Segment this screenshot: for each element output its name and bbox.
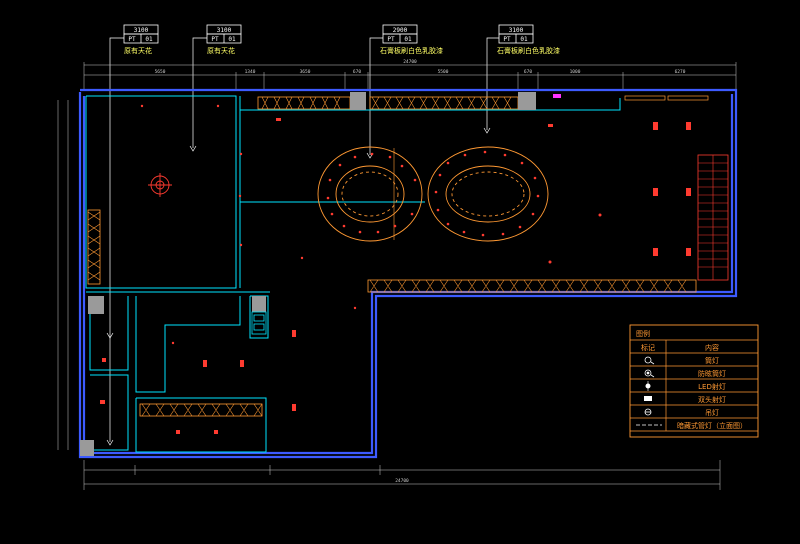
- tag-code: PT: [211, 36, 219, 43]
- antiglare-downlight-icon: [644, 369, 655, 378]
- legend-item-label: LED射灯: [698, 382, 726, 391]
- beam-band-left: [87, 209, 101, 285]
- staircase: [697, 154, 729, 281]
- beam-band-top: [257, 96, 519, 110]
- dimension-label: 3650: [300, 69, 311, 75]
- inner-partitions: [85, 95, 621, 453]
- legend-item-label: 双头射灯: [698, 395, 726, 404]
- tag-number: 01: [228, 36, 236, 43]
- tag-label: 石膏板刷白色乳胶漆: [497, 46, 560, 55]
- pendant-light: [148, 173, 172, 197]
- fixture-block: [251, 311, 267, 335]
- double-spot-icon: [644, 396, 652, 401]
- legend-header-content: 内容: [705, 343, 719, 352]
- dimension-label: 6270: [675, 69, 686, 75]
- outer-walls: [78, 88, 738, 459]
- tag-code: PT: [503, 36, 511, 43]
- window-strip: [624, 95, 709, 101]
- figure-eight-fixtures: [326, 150, 540, 237]
- dimension-label: 5500: [438, 69, 449, 75]
- dimension-label: 1000: [570, 69, 581, 75]
- ceiling-tag-3: 2900 PT 01 石膏板刷白色乳胶漆: [380, 24, 443, 55]
- light-fixtures: [100, 104, 691, 434]
- ceiling-tag-2: 3100 PT 01 原有天花: [206, 24, 242, 55]
- tag-code: PT: [387, 36, 395, 43]
- legend-table: 图例 标记 内容 筒灯 防眩筒灯 LED射灯 双头射灯 吊灯 暗藏式管灯（立面图…: [629, 324, 759, 438]
- bottom-dimension: 24700: [395, 478, 409, 484]
- tag-number: 01: [145, 36, 153, 43]
- dimension-label: 670: [524, 69, 532, 75]
- beam-band-bottom: [139, 403, 263, 417]
- total-dimension: 24700: [403, 59, 417, 65]
- legend-item-label: 吊灯: [705, 408, 719, 417]
- legend-item-label: 筒灯: [705, 356, 719, 365]
- top-dimension-chain: 24700 5650 3650 1340 670 5500 670 1000 6…: [83, 59, 737, 90]
- structural-columns: [80, 92, 536, 456]
- dimension-label: 670: [353, 69, 361, 75]
- pendant-icon: [644, 408, 652, 416]
- downlight-icon: [644, 356, 655, 365]
- tag-label: 原有天花: [124, 46, 152, 55]
- leader-lines: [106, 37, 499, 446]
- dimension-label: 1340: [245, 69, 256, 75]
- tag-elevation: 2900: [393, 27, 408, 34]
- tag-code: PT: [128, 36, 136, 43]
- tag-elevation: 3100: [217, 27, 232, 34]
- tag-number: 01: [404, 36, 412, 43]
- figure-eight-ceiling: [317, 146, 549, 242]
- tag-elevation: 3100: [134, 27, 149, 34]
- marker-magenta: [553, 94, 561, 98]
- led-spot-icon: [645, 381, 651, 391]
- beam-band-right: [367, 279, 697, 293]
- ceiling-tag-4: 3100 PT 01 石膏板刷白色乳胶漆: [497, 24, 560, 55]
- legend-item-label: 防眩筒灯: [698, 369, 726, 378]
- legend-header-symbol: 标记: [641, 343, 655, 352]
- legend-item-label: 暗藏式管灯（立面图）: [677, 421, 747, 430]
- dimension-label: 5650: [155, 69, 166, 75]
- tag-number: 01: [520, 36, 528, 43]
- legend-title: 图例: [636, 329, 650, 338]
- ceiling-tag-1: 3100 PT 01 原有天花: [123, 24, 159, 55]
- tag-label: 原有天花: [207, 46, 235, 55]
- tag-label: 石膏板刷白色乳胶漆: [380, 46, 443, 55]
- tag-elevation: 3100: [509, 27, 524, 34]
